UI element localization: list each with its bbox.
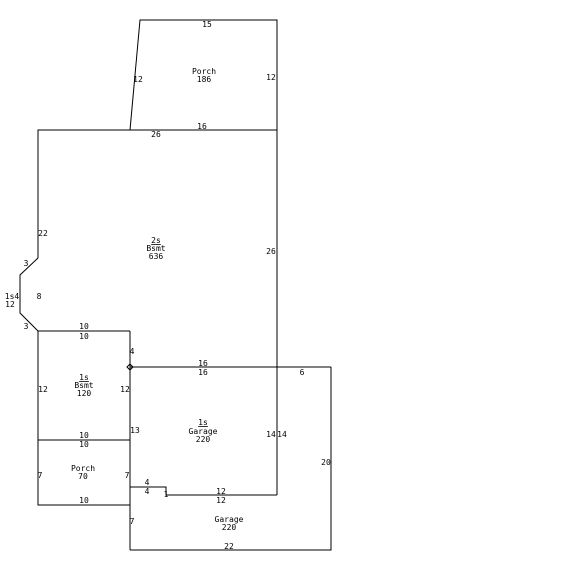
porch-top-outline	[129, 19, 278, 131]
garage-low-dim-step-a: 4	[145, 478, 150, 487]
bay-dim-top: 3	[24, 259, 29, 268]
main-dim-right: 26	[266, 247, 276, 256]
bay-dim-side: 8	[37, 292, 42, 301]
bsmt-small-name: Bsmt	[74, 381, 93, 390]
garage-1s-dim-bottom-a: 12	[216, 487, 226, 496]
porch-top-dim-right: 12	[266, 73, 276, 82]
porch-low-labels: 7 Porch 70 7 10	[38, 464, 130, 505]
garage-low-dim-bottom: 22	[224, 542, 234, 551]
porch-top-dim-left: 12	[133, 75, 143, 84]
garage-1s-dim-right-b: 14	[277, 430, 287, 439]
garage-1s-dim-bottom-b: 12	[216, 496, 226, 505]
porch-low-size: 70	[78, 472, 88, 481]
main-size: 636	[149, 252, 164, 261]
garage-1s-dim-right-a: 14	[266, 430, 276, 439]
bsmt-small-dim-bottom-b: 10	[79, 440, 89, 449]
garage-step-outline	[130, 486, 277, 496]
garage-low-dim-left: 7	[130, 517, 135, 526]
bsmt-small-dim-top-a: 10	[79, 322, 89, 331]
bsmt-small-outline	[37, 331, 130, 506]
garage-1s-dim-top-a: 16	[198, 359, 208, 368]
bsmt-small-dim-bottom-a: 10	[79, 431, 89, 440]
bsmt-small-size: 120	[77, 389, 92, 398]
bay-size: 12	[5, 300, 15, 309]
bsmt-small-dim-right: 12	[120, 385, 130, 394]
porch-top-dim-top: 15	[202, 20, 212, 29]
garage-1s-labels: 16 16 6 1s Garage 220 13 14 14 20 12 12	[130, 359, 331, 505]
main-block-outline	[37, 129, 278, 495]
garage-low-size: 220	[222, 523, 237, 532]
porch-top-dim-shared: 26	[151, 130, 161, 139]
bay-dim-bottom: 3	[24, 322, 29, 331]
garage-1s-dim-corner: 6	[300, 368, 305, 377]
porch-top-dim-bottom: 16	[197, 122, 207, 131]
bsmt-small-level: 1s	[79, 373, 89, 382]
garage-1s-level: 1s	[198, 418, 208, 427]
porch-top-size: 186	[197, 75, 212, 84]
notch-marker	[126, 363, 134, 371]
main-dim-left: 22	[38, 229, 48, 238]
garage-1s-dim-outer-right: 20	[321, 458, 331, 467]
garage-1s-dim-top-b: 16	[198, 368, 208, 377]
porch-top-name: Porch	[192, 67, 216, 76]
bay-labels: 3 8 3 1s4 12	[5, 259, 42, 331]
bsmt-small-dim-notch: 4	[130, 347, 135, 356]
garage-outer-outline	[130, 367, 332, 551]
main-name: Bsmt	[146, 244, 165, 253]
sketch-outlines	[19, 19, 332, 551]
porch-top-labels: 15 12 12 Porch 186 16 26	[133, 20, 276, 139]
garage-1s-name: Garage	[189, 427, 218, 436]
garage-1s-dim-left: 13	[130, 426, 140, 435]
bay-outline	[19, 257, 39, 332]
bsmt-small-labels: 10 10 4 12 1s Bsmt 120 12 10 10	[38, 322, 134, 449]
bsmt-small-dim-top-b: 10	[79, 332, 89, 341]
garage-low-dim-step-b: 4	[145, 487, 150, 496]
bay-level: 1s4	[5, 292, 20, 301]
porch-low-dim-bottom: 10	[79, 496, 89, 505]
bsmt-small-dim-left: 12	[38, 385, 48, 394]
main-block-labels: 22 2s Bsmt 636 26	[38, 229, 276, 261]
porch-low-dim-right: 7	[125, 471, 130, 480]
main-level: 2s	[151, 236, 161, 245]
garage-low-dim-step-c: 1	[164, 490, 169, 499]
porch-low-name: Porch	[71, 464, 95, 473]
porch-low-dim-left: 7	[38, 471, 43, 480]
garage-1s-size: 220	[196, 435, 211, 444]
garage-low-name: Garage	[215, 515, 244, 524]
garage-low-labels: 4 4 1 7 Garage 220 22	[130, 478, 244, 551]
